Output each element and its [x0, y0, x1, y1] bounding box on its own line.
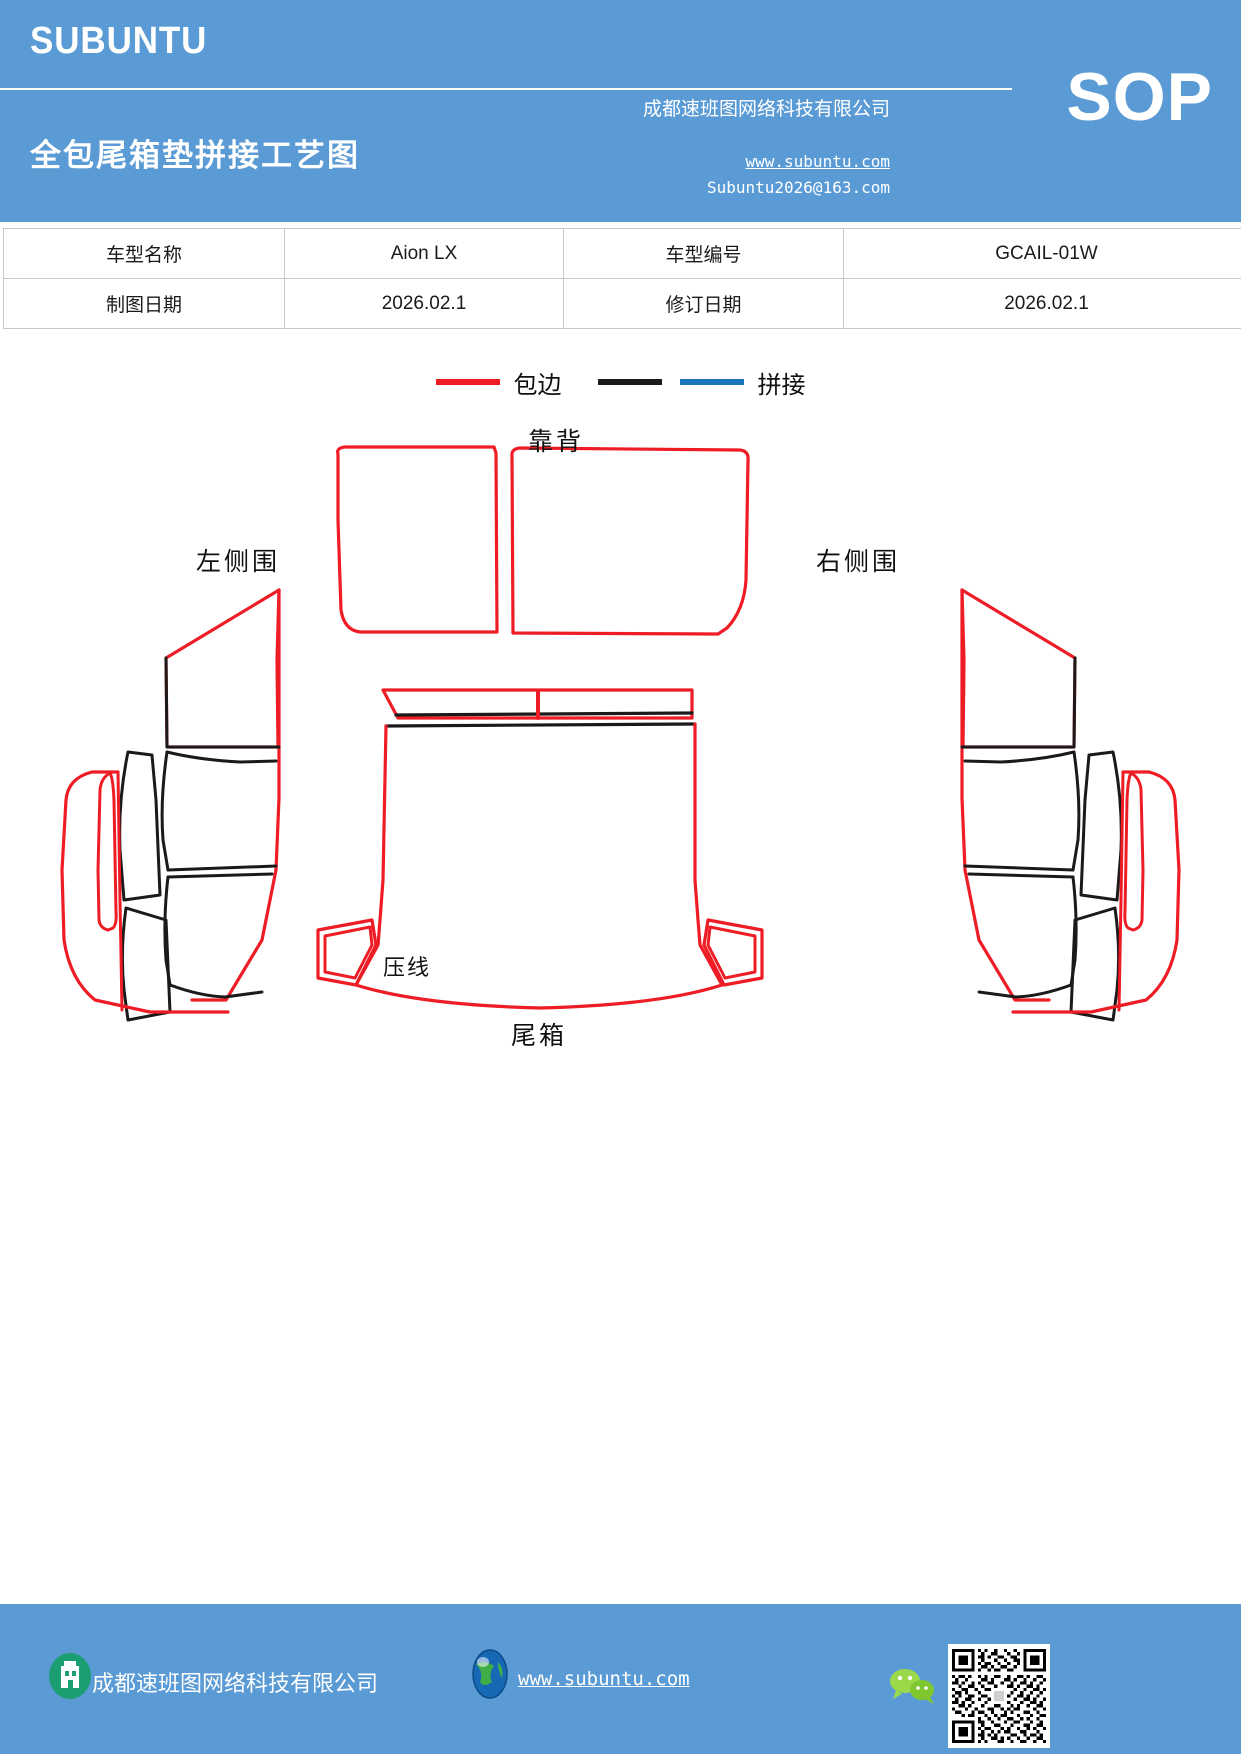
page-title: 全包尾箱垫拼接工艺图	[30, 138, 360, 174]
backrest-left-piece	[336, 445, 499, 634]
right-flap-binding	[1117, 770, 1125, 1012]
right-side-seam-6	[967, 872, 1075, 879]
header-email[interactable]: Subuntu2026@163.com	[706, 178, 890, 197]
right-side-outer-binding	[960, 588, 1077, 749]
label-left-side-panel: 左侧围	[196, 547, 281, 576]
legend: 包边 拼接	[0, 362, 1241, 402]
legend-item-binding: 包边	[435, 365, 598, 400]
left-flap-piece-2	[120, 906, 172, 1022]
right-side-seam-1	[1072, 656, 1077, 749]
legend-item-seam: 拼接	[597, 365, 806, 400]
header-website-link[interactable]: www.subuntu.com	[745, 152, 891, 171]
cell-model-name-value: Aion LX	[284, 228, 564, 279]
brand-logo-text: SUBUNTU	[30, 20, 208, 62]
trunk-left-corner-piece-inner	[323, 925, 374, 980]
left-outer-binding-arc	[60, 770, 230, 1014]
trunk-floor-binding	[354, 722, 724, 1010]
left-side-seam-3	[165, 750, 278, 764]
right-edge-strip-binding	[1123, 771, 1145, 932]
label-trunk: 尾箱	[511, 1021, 568, 1050]
left-side-seam-1	[164, 656, 169, 749]
wechat-icon	[890, 1669, 934, 1704]
label-right-side-panel: 右侧围	[816, 547, 901, 576]
left-side-outer-binding	[164, 588, 281, 749]
cell-draw-date-value: 2026.02.1	[284, 278, 564, 329]
left-flap-binding	[116, 770, 124, 1012]
qr-code-icon	[948, 1644, 1050, 1748]
cell-draw-date-label: 制图日期	[3, 278, 285, 329]
trunk-right-corner-piece-inner	[706, 925, 757, 980]
left-flap-piece	[118, 750, 162, 902]
trunk-right-corner-piece	[702, 918, 764, 987]
building-icon	[49, 1653, 91, 1699]
legend-label-seam: 拼接	[757, 370, 806, 399]
table-row: 车型名称 Aion LX 车型编号 GCAIL-01W	[3, 228, 1241, 279]
document-footer: 成都速班图网络科技有限公司 www.subuntu.com	[0, 1604, 1241, 1754]
right-flap-piece-2	[1069, 906, 1121, 1022]
legend-swatch-red	[435, 379, 500, 385]
right-side-seam-3	[963, 750, 1076, 764]
left-side-seam-5	[166, 864, 278, 872]
left-side-seam-6	[166, 872, 274, 879]
right-outer-binding-arc	[1011, 770, 1181, 1014]
left-side-outer-binding-2	[190, 588, 281, 1002]
cell-revise-date-label: 修订日期	[563, 278, 844, 329]
table-row: 制图日期 2026.02.1 修订日期 2026.02.1	[3, 278, 1241, 329]
sop-badge: SOP	[1066, 59, 1213, 135]
trunk-mat-pattern-svg	[60, 445, 1181, 1022]
trunk-floor-seam-top	[384, 722, 697, 728]
right-side-seam-5	[963, 864, 1075, 872]
left-side-seam-8	[168, 983, 264, 999]
cell-revise-date-value: 2026.02.1	[843, 278, 1241, 329]
trunk-front-lip-binding	[381, 688, 694, 720]
trunk-left-corner-piece	[316, 918, 378, 987]
backrest-right-piece	[510, 446, 750, 636]
right-side-outer-binding-2	[960, 588, 1051, 1002]
left-side-seam-4	[160, 750, 170, 872]
footer-company-name: 成都速班图网络科技有限公司	[92, 1672, 379, 1697]
vehicle-info-table: 车型名称 Aion LX 车型编号 GCAIL-01W 制图日期 2026.02…	[3, 228, 1241, 329]
header-company-name: 成都速班图网络科技有限公司	[642, 98, 890, 120]
right-side-seam-4	[1071, 750, 1081, 872]
document-header: SUBUNTU 成都速班图网络科技有限公司 全包尾箱垫拼接工艺图 SOP www…	[0, 0, 1241, 222]
legend-swatch-blue	[679, 379, 744, 385]
right-side-seam-8	[977, 983, 1073, 999]
cell-model-code-value: GCAIL-01W	[843, 228, 1241, 279]
legend-label-binding: 包边	[513, 370, 562, 399]
qr-code-matrix	[952, 1649, 1046, 1743]
cell-model-name-label: 车型名称	[3, 228, 285, 279]
trunk-lip-seam	[394, 711, 694, 717]
label-backrest: 靠背	[528, 427, 585, 456]
label-crease-line: 压线	[383, 956, 432, 981]
header-divider	[0, 88, 1012, 90]
cell-model-code-label: 车型编号	[563, 228, 844, 279]
left-edge-strip-binding	[96, 771, 118, 932]
footer-website-link[interactable]: www.subuntu.com	[518, 1668, 690, 1690]
right-flap-piece	[1079, 750, 1123, 902]
legend-swatch-black	[597, 379, 662, 385]
technical-drawing: 靠背 左侧围 右侧围 压线 尾箱	[0, 400, 1241, 1100]
globe-icon	[472, 1649, 508, 1699]
